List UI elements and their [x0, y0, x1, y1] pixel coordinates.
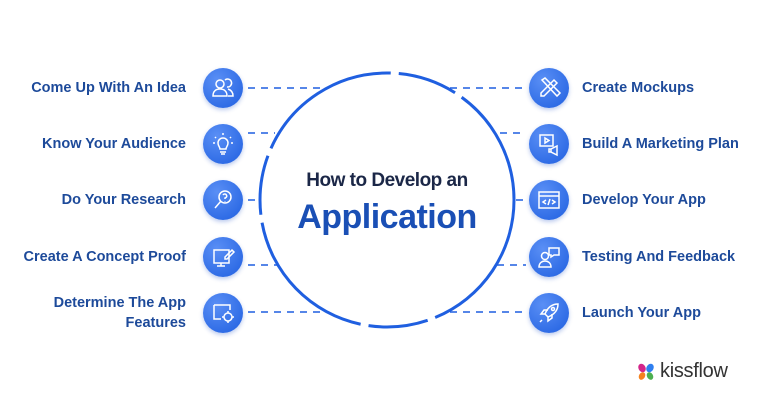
users-icon	[203, 68, 243, 108]
step-develop-app: Develop Your App	[582, 192, 706, 208]
step-come-up-with-idea: Come Up With An Idea	[31, 80, 186, 96]
step-create-mockups: Create Mockups	[582, 80, 695, 96]
features-icon	[203, 293, 243, 333]
megaphone-icon	[529, 124, 569, 164]
title-line1: How to Develop an	[306, 170, 468, 191]
step-marketing-plan: Build A Marketing Plan	[582, 136, 739, 152]
rocket-icon	[529, 293, 569, 333]
search-icon	[203, 180, 243, 220]
edit-screen-icon	[203, 237, 243, 277]
feedback-icon	[529, 237, 569, 277]
pencil-ruler-icon	[529, 68, 569, 108]
step-do-research: Do Your Research	[61, 192, 186, 208]
title-line2: Application	[297, 198, 477, 236]
code-window-icon	[529, 180, 569, 220]
step-concept-proof: Create A Concept Proof	[23, 249, 186, 265]
step-launch-app: Launch Your App	[582, 305, 701, 321]
step-testing-feedback: Testing And Feedback	[582, 249, 736, 265]
lightbulb-icon	[203, 124, 243, 164]
kissflow-logo-icon	[638, 363, 654, 380]
step-app-features: Determine The App Features	[53, 295, 186, 331]
kissflow-logo: kissflow	[636, 360, 728, 383]
brand-name: kissflow	[660, 360, 728, 382]
step-know-audience: Know Your Audience	[42, 136, 186, 152]
